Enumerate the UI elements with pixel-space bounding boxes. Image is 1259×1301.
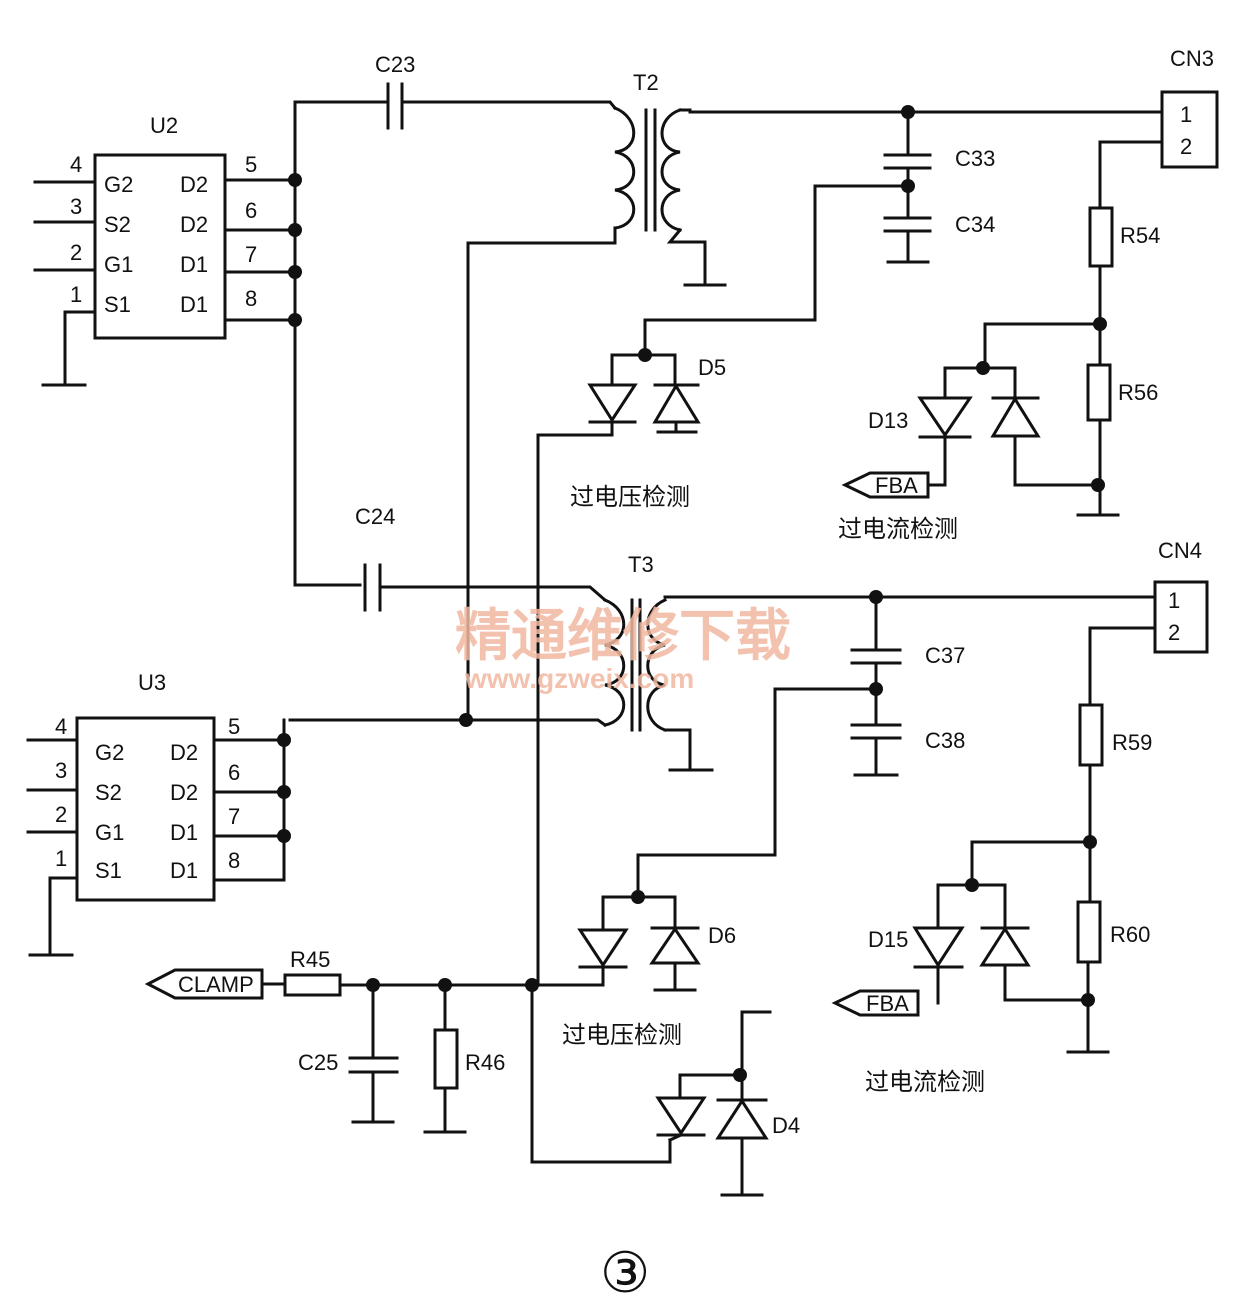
overcurrent-label-top: 过电流检测 xyxy=(838,515,958,543)
port-fba-top: FBA xyxy=(841,471,930,499)
transformer-t2: T2 xyxy=(466,70,727,722)
diode-d5: D5 xyxy=(587,348,726,434)
r45-label: R45 xyxy=(290,947,330,972)
resistor-r45: R45 xyxy=(283,947,342,997)
u3-pin-number-2: 2 xyxy=(55,802,67,827)
ic-u3: U3 4 3 2 1 G2 S2 G1 S1 D2 D2 D1 D1 5 6 7… xyxy=(26,670,291,957)
resistor-r56: R56 xyxy=(1086,363,1158,422)
r56-label: R56 xyxy=(1118,380,1158,405)
capacitor-c33: C33 xyxy=(883,110,995,171)
watermark-url: www.gzweix.com xyxy=(464,663,694,694)
c25-label: C25 xyxy=(298,1050,338,1075)
connector-cn4: CN4 1 2 xyxy=(1153,538,1209,654)
u2-pin-d1a: D1 xyxy=(180,252,208,277)
u2-pin-number-8: 8 xyxy=(245,286,257,311)
diode-d13: D13 xyxy=(868,322,1102,487)
cn4-pin-2: 2 xyxy=(1168,620,1180,645)
u2-pin-number-5: 5 xyxy=(245,152,257,177)
u3-pin-d1a: D1 xyxy=(170,820,198,845)
c23-label: C23 xyxy=(375,52,415,77)
u2-pin-g2: G2 xyxy=(104,172,133,197)
u2-pin-number-7: 7 xyxy=(245,242,257,267)
diode-d4: D4 xyxy=(655,1010,800,1197)
u2-pin-number-1: 1 xyxy=(70,282,82,307)
fba-bottom-label: FBA xyxy=(866,991,909,1016)
u2-pin-d2b: D2 xyxy=(180,212,208,237)
u2-pin-number-6: 6 xyxy=(245,198,257,223)
capacitor-c34: C34 xyxy=(883,212,995,264)
transformer-t3: T3 xyxy=(288,552,714,772)
c34-label: C34 xyxy=(955,212,995,237)
watermark-title: 精通维修下载 xyxy=(455,604,791,669)
c38-label: C38 xyxy=(925,728,965,753)
port-fba-bottom: FBA xyxy=(831,989,920,1017)
cn3-pin-1: 1 xyxy=(1180,102,1192,127)
cn4-label: CN4 xyxy=(1158,538,1202,563)
u3-pin-number-5: 5 xyxy=(228,714,240,739)
fba-top-label: FBA xyxy=(875,473,918,498)
cn3-pin-2: 2 xyxy=(1180,134,1192,159)
u3-pin-s1: S1 xyxy=(95,858,122,883)
d13-label: D13 xyxy=(868,408,908,433)
u3-pin-number-8: 8 xyxy=(228,848,240,873)
c37-label: C37 xyxy=(925,643,965,668)
u3-pin-s2: S2 xyxy=(95,780,122,805)
resistor-r46: R46 xyxy=(423,983,505,1134)
c24-label: C24 xyxy=(355,504,395,529)
capacitor-c25: C25 xyxy=(298,983,399,1124)
u2-pin-number-4: 4 xyxy=(70,152,82,177)
cn3-label: CN3 xyxy=(1170,46,1214,71)
t3-label: T3 xyxy=(628,552,654,577)
u3-pin-number-1: 1 xyxy=(55,846,67,871)
r46-label: R46 xyxy=(465,1050,505,1075)
d15-label: D15 xyxy=(868,927,908,952)
u3-pin-number-7: 7 xyxy=(228,804,240,829)
overcurrent-label-bottom: 过电流检测 xyxy=(865,1068,985,1096)
cn4-pin-1: 1 xyxy=(1168,588,1180,613)
r54-label: R54 xyxy=(1120,223,1160,248)
r59-label: R59 xyxy=(1112,730,1152,755)
diode-d6: D6 xyxy=(577,890,736,992)
u2-pin-g1: G1 xyxy=(104,252,133,277)
ic-u2: U2 4 3 2 1 G2 S2 G1 S1 D2 D2 D1 D1 5 6 7… xyxy=(33,113,302,387)
u3-pin-d2b: D2 xyxy=(170,780,198,805)
u3-pin-number-6: 6 xyxy=(228,760,240,785)
u3-pin-g1: G1 xyxy=(95,820,124,845)
overvoltage-label-top: 过电压检测 xyxy=(570,483,690,511)
u2-pin-d1b: D1 xyxy=(180,292,208,317)
u3-pin-d2a: D2 xyxy=(170,740,198,765)
r60-label: R60 xyxy=(1110,922,1150,947)
u3-pin-number-4: 4 xyxy=(55,714,67,739)
d4-label: D4 xyxy=(772,1113,800,1138)
c33-label: C33 xyxy=(955,146,995,171)
u2-pin-number-3: 3 xyxy=(70,194,82,219)
u3-pin-d1b: D1 xyxy=(170,858,198,883)
diode-d15: D15 xyxy=(868,840,1092,1005)
t2-label: T2 xyxy=(633,70,659,95)
resistor-r54: R54 xyxy=(1088,206,1160,268)
port-clamp: CLAMP xyxy=(144,968,264,1000)
capacitor-c23: C23 xyxy=(375,52,415,130)
overvoltage-label-bottom: 过电压检测 xyxy=(562,1021,682,1049)
u2-pin-number-2: 2 xyxy=(70,240,82,265)
clamp-label: CLAMP xyxy=(178,972,254,997)
u3-label: U3 xyxy=(138,670,166,695)
capacitor-c37: C37 xyxy=(850,595,965,668)
u3-pin-g2: G2 xyxy=(95,740,124,765)
capacitor-c38: C38 xyxy=(850,723,965,777)
resistor-r60: R60 xyxy=(1076,900,1150,964)
resistor-r59: R59 xyxy=(1078,703,1152,767)
figure-number: ③ xyxy=(600,1241,650,1301)
capacitor-c24: C24 xyxy=(355,504,395,612)
d5-label: D5 xyxy=(698,355,726,380)
u2-pin-d2a: D2 xyxy=(180,172,208,197)
connector-cn3: CN3 1 2 xyxy=(1160,46,1219,169)
u2-label: U2 xyxy=(150,113,178,138)
u3-pin-number-3: 3 xyxy=(55,758,67,783)
d6-label: D6 xyxy=(708,923,736,948)
u2-pin-s2: S2 xyxy=(104,212,131,237)
u2-pin-s1: S1 xyxy=(104,292,131,317)
